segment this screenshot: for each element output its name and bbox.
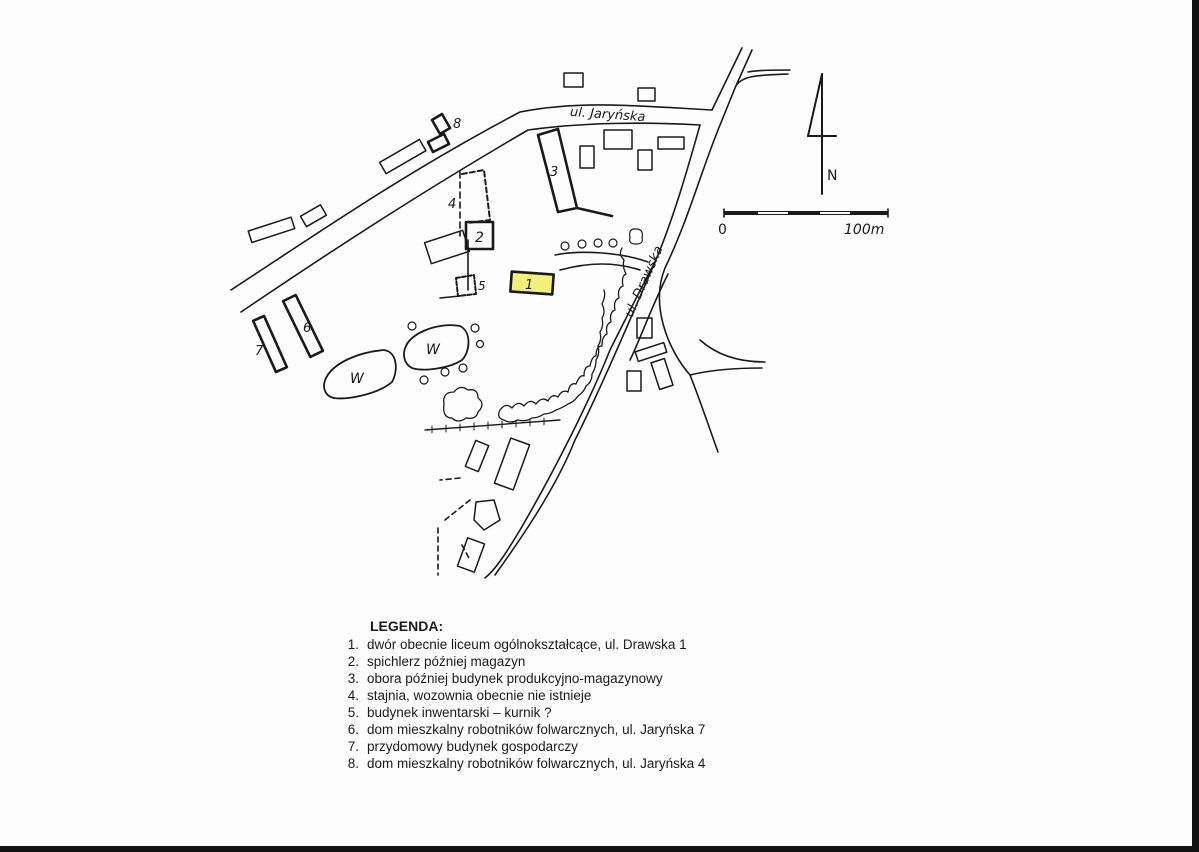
scan-edge-right [1192, 0, 1199, 852]
building-6-house[interactable] [281, 293, 325, 359]
legend: LEGENDA: 1. dwór obecnie liceum ogólnoks… [340, 618, 860, 772]
road-drawska-west-edge [494, 47, 743, 576]
building-8-house[interactable] [426, 112, 452, 154]
scale-start-label: 0 [718, 222, 727, 238]
scan-edge-bottom [0, 846, 1199, 852]
outbuilding-label-w-1: W [350, 371, 365, 387]
road-lower-branch [484, 261, 656, 579]
road-side-branch [689, 367, 763, 376]
building-label-2: 2 [475, 230, 484, 246]
legend-item-text: obora później budynek produkcyjno-magazy… [367, 671, 663, 686]
fence-south [424, 419, 561, 431]
legend-item-number: 1. [347, 637, 359, 652]
road-side-branch-top [699, 339, 766, 363]
legend-item: 8. dom mieszkalny robotników folwarcznyc… [340, 755, 860, 772]
road-jarynska-south-edge [240, 122, 701, 313]
building-label-8: 8 [453, 117, 461, 132]
fence-lower-plots [437, 477, 471, 576]
legend-title: LEGENDA: [370, 618, 444, 634]
building-7-outbuilding[interactable] [251, 314, 289, 374]
tree-row [560, 228, 643, 251]
legend-item-number: 6. [347, 722, 359, 737]
scale-end-label: 100m [844, 222, 884, 238]
street-label-jarynska: ul. Jaryńska [570, 105, 646, 125]
road-jarynska-north-edge [230, 104, 713, 291]
building-1-manor[interactable] [509, 270, 555, 296]
legend-item: 4. stajnia, wozownia obecnie nie istniej… [340, 687, 860, 704]
outbuilding-w-1[interactable] [323, 349, 397, 400]
site-plan-map: ul. Jaryńska ul. Drawska N 0 100m 1 2 3 … [230, 47, 889, 579]
building-label-6: 6 [303, 321, 311, 336]
building-label-4: 4 [448, 197, 456, 212]
legend-item-text: dwór obecnie liceum ogólnokształcące, ul… [367, 637, 687, 652]
north-label: N [827, 168, 837, 184]
other-buildings [247, 72, 685, 573]
scale-bar [723, 208, 889, 218]
legend-item-number: 5. [347, 705, 359, 720]
legend-item-text: spichlerz później magazyn [367, 654, 526, 669]
legend-item: 6. dom mieszkalny robotników folwarcznyc… [340, 721, 860, 738]
legend-item-number: 8. [347, 756, 359, 771]
building-label-7: 7 [255, 344, 264, 359]
building-label-3: 3 [550, 165, 558, 180]
north-arrow [807, 73, 837, 195]
road-drawska-east-edge [658, 49, 789, 453]
outbuilding-label-w-2: W [426, 342, 441, 358]
legend-item: 5. budynek inwentarski – kurnik ? [340, 704, 860, 721]
legend-item-text: dom mieszkalny robotników folwarcznych, … [367, 722, 706, 737]
legend-item-number: 3. [347, 671, 359, 686]
building-label-1: 1 [525, 278, 533, 293]
outbuilding-w-2[interactable] [403, 324, 470, 371]
legend-item-number: 4. [347, 688, 359, 703]
legend-item: 2. spichlerz później magazyn [340, 653, 860, 670]
building-5-coop[interactable] [455, 274, 477, 297]
building-label-5: 5 [478, 279, 486, 293]
building-3-cowshed[interactable] [536, 127, 614, 218]
road-corner-top [747, 69, 791, 73]
fence-ticks [431, 417, 545, 434]
legend-item: 1. dwór obecnie liceum ogólnokształcące,… [340, 636, 860, 653]
estate-drive [554, 251, 649, 271]
building-4-stable[interactable] [461, 169, 491, 224]
legend-item: 3. obora później budynek produkcyjno-mag… [340, 670, 860, 687]
legend-item: 7. przydomowy budynek gospodarczy [340, 738, 860, 755]
bush-cluster-south [443, 386, 483, 422]
legend-item-number: 7. [347, 739, 359, 754]
fence-yard-east [439, 239, 469, 299]
road-lower-branch-2 [629, 273, 669, 361]
park-outline [498, 247, 627, 423]
legend-item-number: 2. [347, 654, 359, 669]
tree-scatter [407, 321, 485, 385]
legend-item-text: dom mieszkalny robotników folwarcznych, … [367, 756, 706, 771]
legend-item-text: przydomowy budynek gospodarczy [367, 739, 578, 754]
legend-item-text: budynek inwentarski – kurnik ? [367, 705, 552, 720]
legend-item-text: stajnia, wozownia obecnie nie istnieje [367, 688, 592, 703]
